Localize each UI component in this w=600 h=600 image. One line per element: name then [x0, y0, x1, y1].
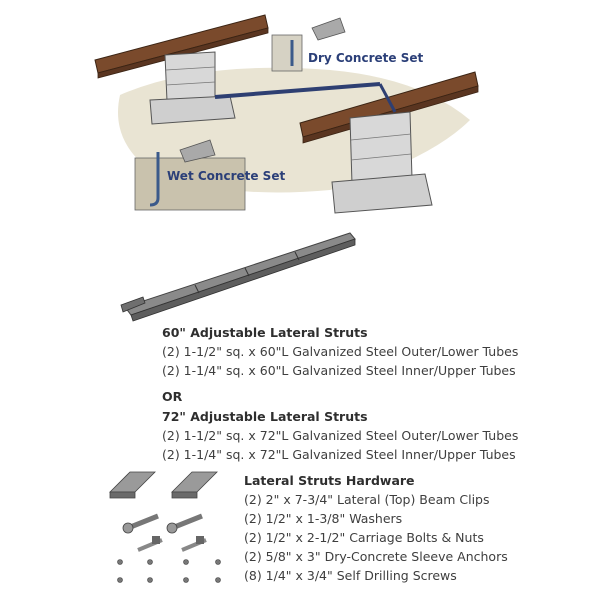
sleeve-anchor-icon — [137, 536, 163, 552]
kit-72-title: 72" Adjustable Lateral Struts — [162, 409, 368, 424]
kit-60-line-2: (2) 1-1/4" sq. x 60"L Galvanized Steel I… — [162, 363, 516, 378]
screw-icon — [147, 559, 153, 565]
screw-icon — [147, 577, 153, 583]
kit-60-line-1: (2) 1-1/2" sq. x 60"L Galvanized Steel O… — [162, 344, 519, 359]
or-label: OR — [162, 389, 183, 404]
screw-icon — [215, 577, 221, 583]
screw-icon — [183, 559, 189, 565]
wet-concrete-label: Wet Concrete Set — [167, 169, 285, 183]
screw-icon — [183, 577, 189, 583]
carriage-bolt-icon — [166, 513, 203, 534]
dry-concrete-label: Dry Concrete Set — [308, 51, 423, 65]
screw-icon — [117, 559, 123, 565]
sleeve-anchor-icon — [181, 536, 207, 552]
screw-icon — [215, 559, 221, 565]
hardware-line-4: (2) 5/8" x 3" Dry-Concrete Sleeve Anchor… — [244, 549, 508, 564]
beam-clip-icon — [109, 471, 156, 499]
kit-72-line-2: (2) 1-1/4" sq. x 72"L Galvanized Steel I… — [162, 447, 516, 462]
kit-72-line-1: (2) 1-1/2" sq. x 72"L Galvanized Steel O… — [162, 428, 519, 443]
hardware-line-2: (2) 1/2" x 1-3/8" Washers — [244, 511, 403, 526]
carriage-bolt-icon — [122, 513, 159, 534]
hardware-parts-image — [109, 471, 221, 583]
lateral-strut-image — [120, 232, 356, 322]
kit-60-title: 60" Adjustable Lateral Struts — [162, 325, 368, 340]
pier-installation-illustration: Dry Concrete Set Wet Concrete Set — [94, 14, 479, 214]
hardware-line-5: (8) 1/4" x 3/4" Self Drilling Screws — [244, 568, 457, 583]
beam-clip-icon — [171, 471, 218, 499]
hardware-line-1: (2) 2" x 7-3/4" Lateral (Top) Beam Clips — [244, 492, 490, 507]
hardware-line-3: (2) 1/2" x 2-1/2" Carriage Bolts & Nuts — [244, 530, 484, 545]
hardware-title: Lateral Struts Hardware — [244, 473, 415, 488]
screw-icon — [117, 577, 123, 583]
